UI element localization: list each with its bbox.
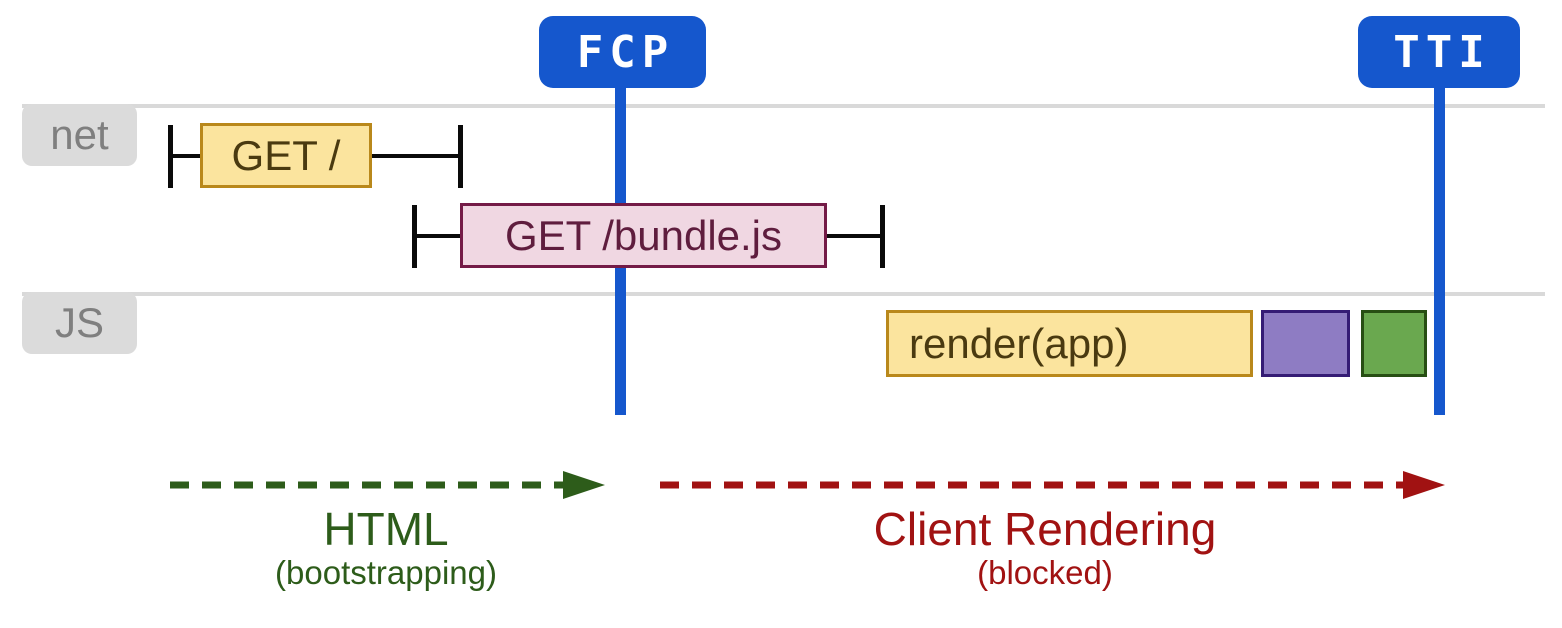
html-phase-label: HTML (bootstrapping): [126, 504, 646, 592]
tti-marker-line: [1434, 88, 1445, 415]
get-root-right-whisker: [372, 154, 458, 158]
client-rendering-phase-subtitle: (blocked): [977, 554, 1113, 591]
client-rendering-phase-title: Client Rendering: [873, 503, 1217, 555]
bar-get-bundle: GET /bundle.js: [460, 203, 827, 268]
bar-js-task-purple: [1261, 310, 1350, 377]
get-root-start-tick: [168, 125, 173, 188]
fcp-badge: FCP: [539, 16, 706, 88]
client-rendering-phase-label: Client Rendering (blocked): [785, 504, 1305, 592]
lane-line-js: [22, 292, 1545, 296]
html-phase-title: HTML: [323, 503, 449, 555]
bar-render-app: render(app): [886, 310, 1253, 377]
bar-get-root-label: GET /: [231, 131, 341, 179]
arrowhead-icon: [563, 471, 605, 499]
bar-render-app-label: render(app): [909, 319, 1129, 367]
tti-badge: TTI: [1358, 16, 1520, 88]
html-phase-subtitle: (bootstrapping): [275, 554, 497, 591]
bar-js-task-green: [1361, 310, 1427, 377]
client-rendering-phase-arrow: [660, 471, 1445, 499]
lane-line-net: [22, 104, 1545, 108]
lane-label-js: JS: [22, 292, 137, 354]
get-root-end-tick: [458, 125, 463, 188]
lane-label-net: net: [22, 104, 137, 166]
html-phase-arrow: [170, 471, 605, 499]
get-bundle-end-tick: [880, 205, 885, 268]
bar-get-bundle-label: GET /bundle.js: [504, 211, 783, 259]
arrowhead-icon: [1403, 471, 1445, 499]
get-bundle-start-tick: [412, 205, 417, 268]
bar-get-root: GET /: [200, 123, 372, 188]
get-bundle-right-whisker: [827, 234, 880, 238]
get-root-left-whisker: [173, 154, 200, 158]
lane-label-net-text: net: [50, 111, 109, 158]
tti-badge-label: TTI: [1393, 26, 1491, 78]
fcp-badge-label: FCP: [576, 26, 675, 78]
lane-label-js-text: JS: [54, 299, 104, 346]
get-bundle-left-whisker: [417, 234, 460, 238]
